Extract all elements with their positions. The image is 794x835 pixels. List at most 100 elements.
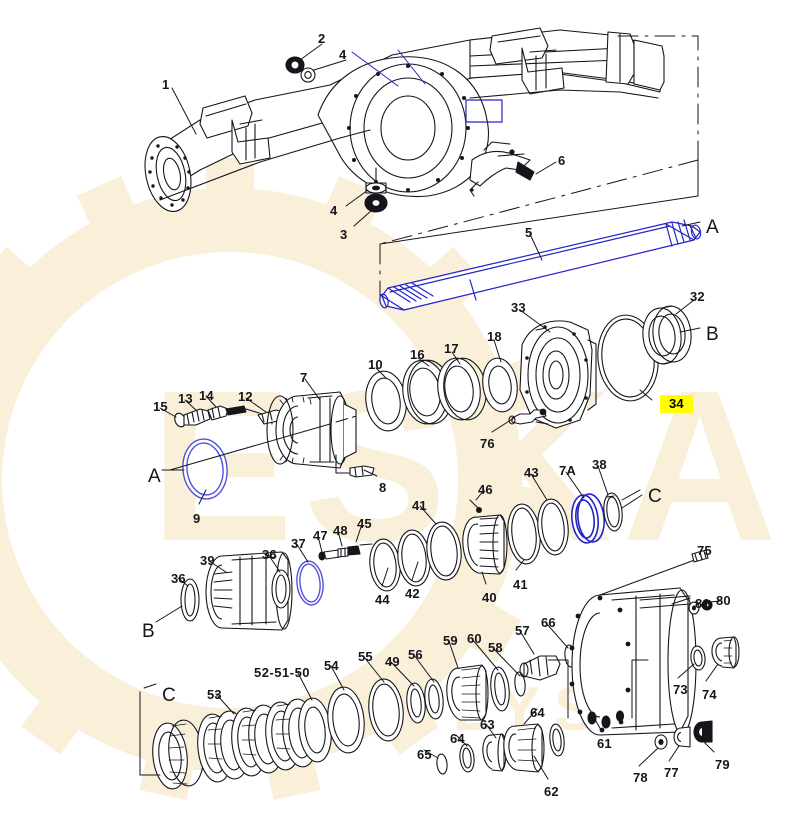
callout-6: 6 [558, 153, 566, 168]
row2-ring-group [365, 305, 692, 432]
callout-4: 4 [330, 203, 338, 218]
leader-lines [155, 43, 721, 780]
callout-73: 73 [673, 682, 688, 697]
callout-78: 78 [633, 770, 648, 785]
watermark-gear [60, 100, 440, 430]
callout-64: 64 [450, 731, 465, 746]
section-marker-A-top: A [706, 217, 719, 238]
callout-77: 77 [664, 765, 679, 780]
callout-53: 53 [207, 687, 222, 702]
callout-1: 1 [162, 77, 170, 92]
svg-text:ESKA: ESKA [150, 345, 787, 586]
svg-text:DALYS: DALYS [335, 675, 609, 744]
part-37-o-ring [296, 560, 324, 606]
section-bracket-C [139, 683, 161, 776]
callout-56: 56 [408, 647, 423, 662]
part-32-bearing [642, 305, 692, 365]
callout-54: 54 [324, 658, 339, 673]
callout-15: 15 [153, 399, 168, 414]
callout-79: 79 [715, 757, 730, 772]
callout-36: 36 [171, 571, 186, 586]
callout-62: 62 [544, 784, 559, 799]
watermark-text-dalys: DALYS [335, 675, 609, 744]
brake-disc-stack [197, 697, 332, 783]
callout-55: 55 [358, 649, 373, 664]
part-61-wheel-hub [569, 587, 697, 736]
callout-45: 45 [357, 516, 372, 531]
callout-80: 80 [716, 593, 731, 608]
callout-57: 57 [515, 623, 530, 638]
callout-41: 41 [513, 577, 528, 592]
row6-hub-group [547, 549, 740, 750]
callout-5: 5 [525, 225, 533, 240]
section-marker-B-mid: B [142, 621, 155, 642]
section-marker-A-mid: A [148, 466, 161, 487]
watermark-gear-shape [10, 40, 330, 835]
section-frame-A-solid [379, 159, 699, 245]
callout-32: 32 [690, 289, 705, 304]
callout-8: 8 [379, 480, 387, 495]
callout-18: 18 [487, 329, 502, 344]
part-76-stud [508, 408, 547, 425]
callout-3: 3 [340, 227, 348, 242]
callout-47: 47 [313, 528, 328, 543]
part-62-hub [503, 723, 545, 773]
callout-64: 64 [530, 705, 545, 720]
callout-17: 17 [444, 341, 459, 356]
callout-36: 36 [262, 547, 277, 562]
callout-42: 42 [405, 586, 420, 601]
watermark-gear-outline [45, 30, 330, 190]
part-38-snap-ring [603, 492, 623, 532]
callout-74: 74 [702, 687, 717, 702]
callout-76: 76 [480, 436, 495, 451]
callout-34: 34 [660, 395, 693, 413]
callout-49: 49 [385, 654, 400, 669]
callout-7: 7 [300, 370, 308, 385]
callout-44: 44 [375, 592, 390, 607]
part-40-toothed-hub [462, 514, 508, 575]
section-marker-B-top: B [706, 324, 719, 345]
callout-81: 81 [695, 596, 710, 611]
callout-58: 58 [488, 640, 503, 655]
callout-46: 46 [478, 482, 493, 497]
callout-43: 43 [524, 465, 539, 480]
callout-60: 60 [467, 631, 482, 646]
callout-39: 39 [200, 553, 215, 568]
callout-38: 38 [592, 457, 607, 472]
part-59-gear [446, 664, 489, 721]
callout-59: 59 [443, 633, 458, 648]
callout-65: 65 [417, 747, 432, 762]
callout-2: 2 [318, 31, 326, 46]
row3-diff-group [169, 391, 375, 500]
callout-40: 40 [482, 590, 497, 605]
callout-75: 75 [697, 543, 712, 558]
callout-12: 12 [238, 389, 253, 404]
part-7a-o-ring [571, 493, 605, 544]
section-marker-C-mid: C [648, 486, 662, 507]
part-5-drive-shaft [379, 219, 702, 311]
watermark-gear-ring [0, 158, 553, 800]
part-34-seal-ring [597, 314, 659, 402]
callout-52-51-50: 52-51-50 [254, 665, 311, 680]
part-74-nut [711, 636, 740, 669]
callout-63: 63 [480, 717, 495, 732]
watermark-text-eska: ESKA [150, 345, 787, 586]
callout-48: 48 [333, 523, 348, 538]
callout-13: 13 [178, 391, 193, 406]
callout-61: 61 [597, 736, 612, 751]
callout-37: 37 [291, 536, 306, 551]
callout-33: 33 [511, 300, 526, 315]
part-57-actuator [519, 655, 561, 681]
part-33-carrier [519, 320, 597, 429]
callout-41: 41 [412, 498, 427, 513]
part-6-bracket [469, 141, 535, 197]
section-marker-C-bottom: C [162, 685, 176, 706]
section-frame-A [379, 35, 699, 301]
row5-brake-pack [152, 644, 576, 790]
callout-14: 14 [199, 388, 214, 403]
callout-7A: 7A [559, 463, 577, 478]
callout-9: 9 [193, 511, 201, 526]
